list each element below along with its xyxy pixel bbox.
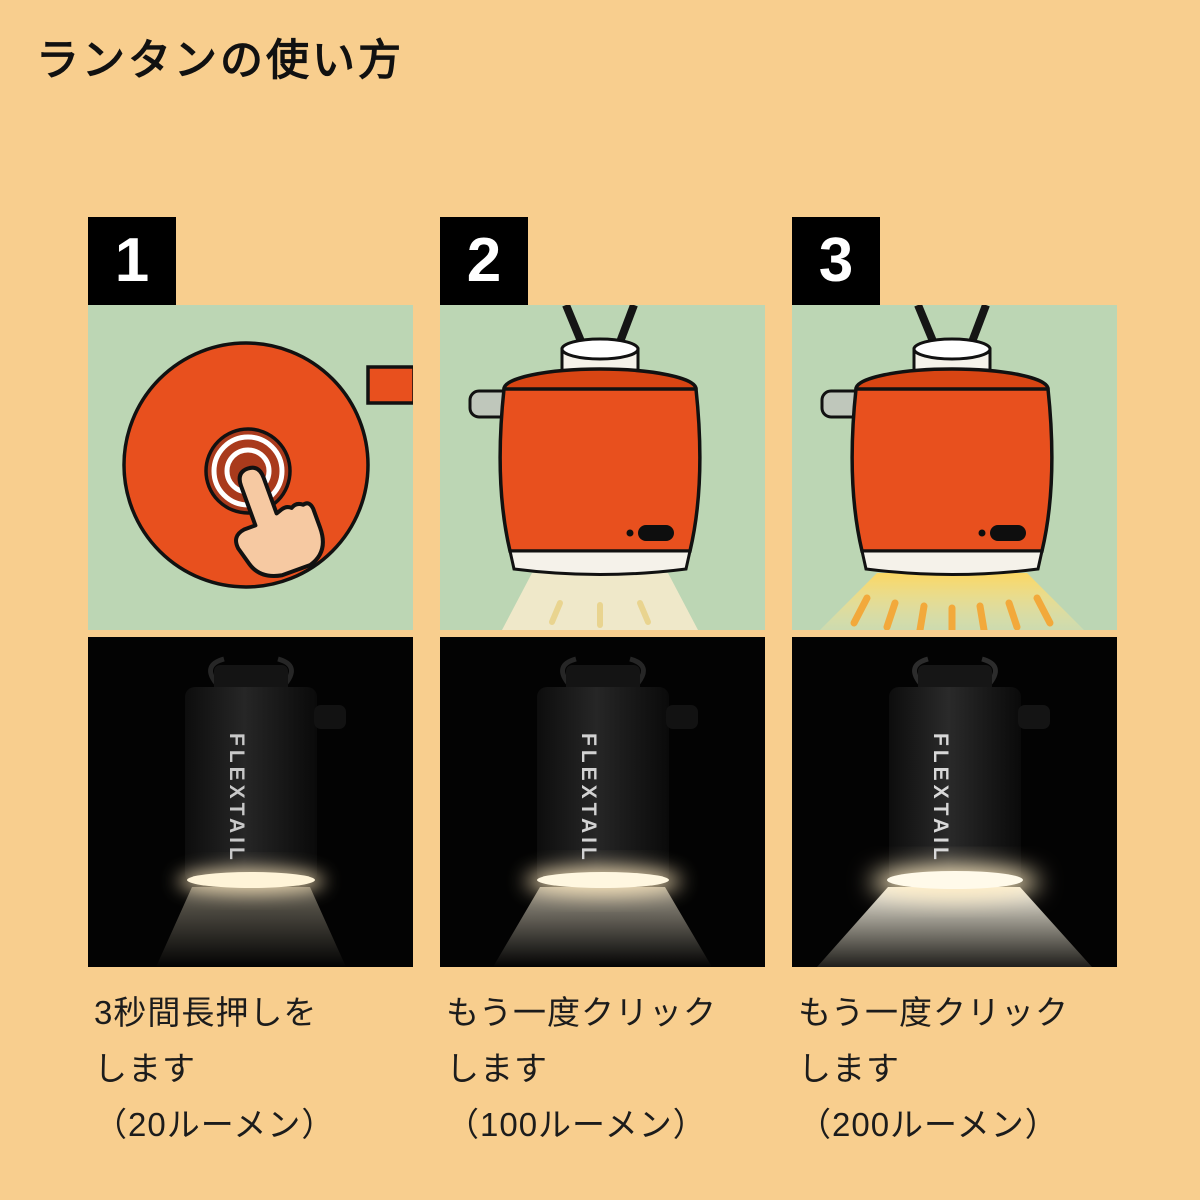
pump-nozzle xyxy=(666,705,698,729)
pump-nozzle-tab xyxy=(366,365,413,405)
steps-row: 1 xyxy=(88,217,1117,1153)
step-3-caption: もう一度クリック します （200ルーメン） xyxy=(792,985,1117,1153)
lantern-base xyxy=(860,549,1044,576)
step-2-number-badge: 2 xyxy=(440,217,528,305)
caption-line: します xyxy=(446,1050,548,1087)
caption-line: もう一度クリック xyxy=(446,994,718,1031)
caption-line: もう一度クリック xyxy=(798,994,1070,1031)
step-2-photo: FLEXTAIL xyxy=(440,637,765,967)
step-2-illustration xyxy=(440,305,765,630)
pump-nozzle xyxy=(314,705,346,729)
step-1-number-badge: 1 xyxy=(88,217,176,305)
caption-line: します xyxy=(94,1050,196,1087)
caption-line: します xyxy=(798,1050,900,1087)
brand-label: FLEXTAIL xyxy=(225,733,248,864)
light-rays xyxy=(549,600,651,628)
caption-line: （20ルーメン） xyxy=(94,1106,336,1143)
glow-ring xyxy=(537,872,669,888)
light-beam xyxy=(493,887,712,967)
page-title: ランタンの使い方 xyxy=(36,37,404,85)
pump-nozzle xyxy=(1018,705,1050,729)
step-3-illustration xyxy=(792,305,1117,630)
pump-body xyxy=(889,687,1021,883)
power-button xyxy=(990,525,1026,541)
caption-line: （100ルーメン） xyxy=(446,1106,707,1143)
light-rays xyxy=(850,594,1054,630)
step-1-illustration xyxy=(88,305,413,630)
glow-ring xyxy=(187,872,315,888)
step-1-photo: FLEXTAIL xyxy=(88,637,413,967)
step-1: 1 xyxy=(88,217,413,1153)
step-3-number-badge: 3 xyxy=(792,217,880,305)
glow-ring xyxy=(887,871,1023,889)
caption-line: （200ルーメン） xyxy=(798,1106,1059,1143)
light-cone xyxy=(502,573,698,630)
lantern-base xyxy=(508,549,692,576)
pointing-hand-icon xyxy=(234,465,325,578)
brand-label: FLEXTAIL xyxy=(577,733,600,864)
pump-body xyxy=(537,687,669,883)
step-2-caption: もう一度クリック します （100ルーメン） xyxy=(440,985,765,1153)
light-beam xyxy=(817,887,1092,967)
light-cone xyxy=(820,573,1084,630)
brand-label: FLEXTAIL xyxy=(929,733,952,864)
step-3: 3 xyxy=(792,217,1117,1153)
caption-line: 3秒間長押しを xyxy=(94,994,318,1031)
step-1-caption: 3秒間長押しを します （20ルーメン） xyxy=(88,985,413,1153)
light-beam xyxy=(156,887,346,967)
power-button xyxy=(638,525,674,541)
step-2: 2 xyxy=(440,217,765,1153)
pump-body xyxy=(185,687,317,883)
step-3-photo: FLEXTAIL xyxy=(792,637,1117,967)
